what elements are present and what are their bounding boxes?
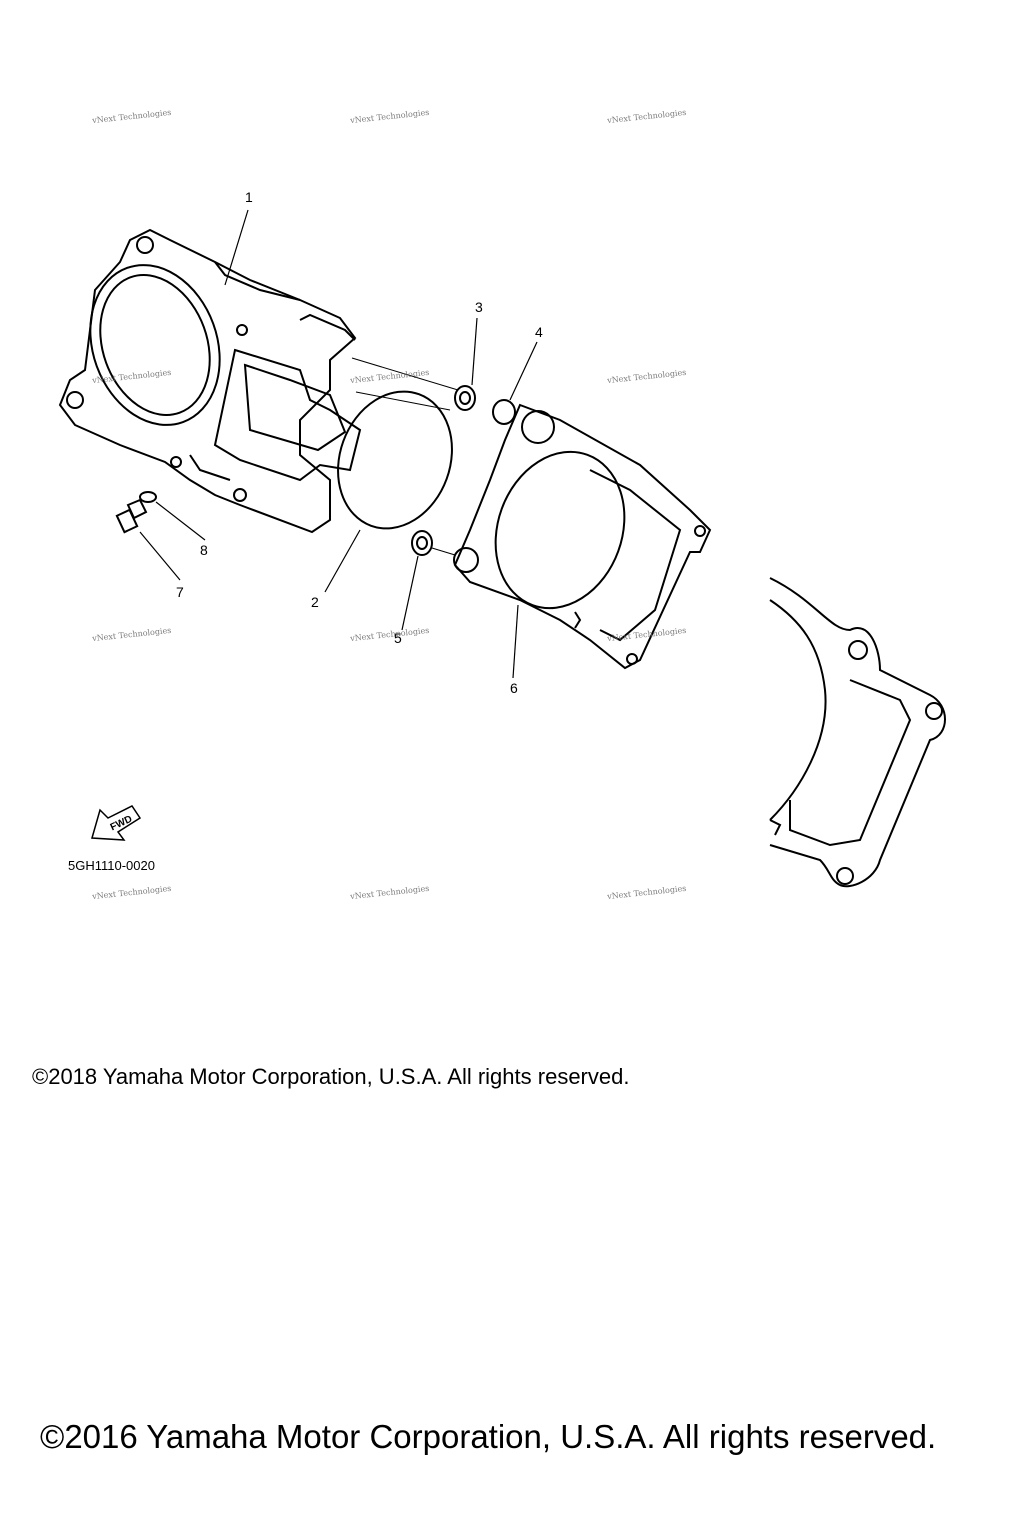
callout-6: 6: [510, 680, 518, 696]
part-5-dowel: [411, 530, 433, 556]
copyright-2016: ©2016 Yamaha Motor Corporation, U.S.A. A…: [40, 1418, 937, 1455]
gasket-detail: [769, 577, 946, 888]
callout-2: 2: [311, 594, 319, 610]
alignment-lines: [351, 357, 459, 556]
callout-5: 5: [394, 630, 402, 646]
part-6-gasket: [453, 403, 712, 670]
part-3-dowel: [454, 385, 476, 411]
part-7-bolt: [115, 498, 148, 534]
callout-4: 4: [535, 324, 543, 340]
part-8-washer: [139, 491, 157, 503]
part-code: 5GH1110-0020: [68, 858, 155, 873]
callout-7: 7: [176, 584, 184, 600]
parts-diagram: [58, 209, 946, 888]
part-4-oring: [492, 399, 516, 425]
fwd-arrow-icon: [91, 805, 142, 841]
callout-1: 1: [245, 189, 253, 205]
cylinder-block: [58, 228, 362, 534]
part-2-ring: [337, 390, 453, 530]
callout-8: 8: [200, 542, 208, 558]
leader-lines: [139, 209, 538, 679]
callout-3: 3: [475, 299, 483, 315]
copyright-2018: ©2018 Yamaha Motor Corporation, U.S.A. A…: [32, 1064, 630, 1089]
